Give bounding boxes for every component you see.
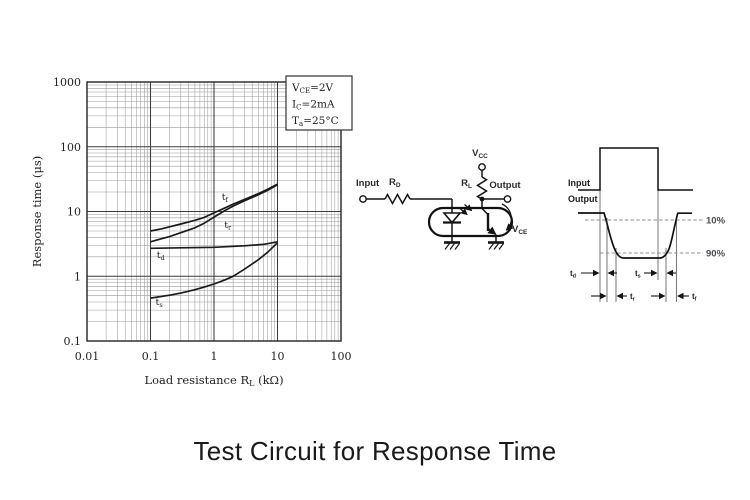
y-tick-label: 10 <box>67 206 81 219</box>
curve-ts <box>150 242 279 299</box>
x-tick-label: 10 <box>271 350 285 363</box>
output-label: Output <box>489 180 521 191</box>
input-waveform <box>578 147 693 191</box>
x-tick-label: 100 <box>331 350 352 363</box>
y-axis-title: Response time (μs) <box>30 156 44 267</box>
condition-line: VCE=2V <box>291 82 334 95</box>
tr-label: tr <box>630 292 636 303</box>
timing-diagram: Input Output 10% 90% td ts tr tf <box>568 147 726 303</box>
tf-label: tf <box>692 292 697 303</box>
ground-icon <box>444 241 460 250</box>
timing-input-label: Input <box>568 178 590 188</box>
x-tick-label: 0.1 <box>142 350 160 363</box>
curve-tr <box>150 184 278 243</box>
transistor-collector <box>481 199 489 216</box>
vcc-terminal <box>478 163 486 171</box>
x-tick-label: 1 <box>211 350 218 363</box>
curve-label-tr: tr <box>224 220 232 232</box>
output-terminal <box>503 195 512 203</box>
input-label: Input <box>356 178 380 189</box>
pct-90-label: 90% <box>706 249 726 260</box>
rd-label: RD <box>389 177 401 189</box>
curve-label-ts: ts <box>156 297 163 309</box>
curve-label-td: td <box>157 250 165 262</box>
y-tick-label: 0.1 <box>64 335 82 348</box>
vce-arrow-icon <box>501 203 514 231</box>
optocoupler-package <box>427 206 514 238</box>
led-icon <box>442 212 462 224</box>
plot-frame <box>86 81 342 342</box>
td-label: td <box>570 269 576 280</box>
rl-label: RL <box>461 178 472 190</box>
vce-label: VCE <box>512 224 528 236</box>
conditions-box: VCE=2V IC=2mA Ta=25°C <box>285 75 353 131</box>
x-tick-label: 0.01 <box>75 350 100 363</box>
y-tick-label: 1 <box>74 270 81 283</box>
figure-caption: Test Circuit for Response Time <box>193 436 557 466</box>
curve-td <box>150 240 278 250</box>
timing-output-label: Output <box>568 194 598 204</box>
test-circuit-schematic: Input RD VCC RL Output VCE <box>356 148 528 250</box>
curve-tf <box>150 183 278 232</box>
ts-label: ts <box>635 269 641 280</box>
resistor-rd <box>384 192 411 206</box>
transistor-emitter <box>487 226 497 235</box>
y-tick-label: 100 <box>60 141 81 154</box>
pct-10-label: 10% <box>706 216 726 227</box>
input-terminal <box>359 195 367 203</box>
light-arrow-icon <box>464 204 473 212</box>
x-axis-title: Load resistance RL (kΩ) <box>144 373 283 388</box>
output-waveform <box>578 212 692 259</box>
chart-grid <box>87 82 341 341</box>
resistor-rl <box>476 176 488 200</box>
y-tick-label: 1000 <box>53 76 81 89</box>
condition-line: Ta=25°C <box>292 115 339 128</box>
vcc-label: VCC <box>472 148 488 160</box>
curve-label-tf: tf <box>222 192 229 204</box>
light-arrow-icon <box>459 208 468 216</box>
ground-icon <box>488 241 504 250</box>
condition-line: IC=2mA <box>292 99 335 112</box>
